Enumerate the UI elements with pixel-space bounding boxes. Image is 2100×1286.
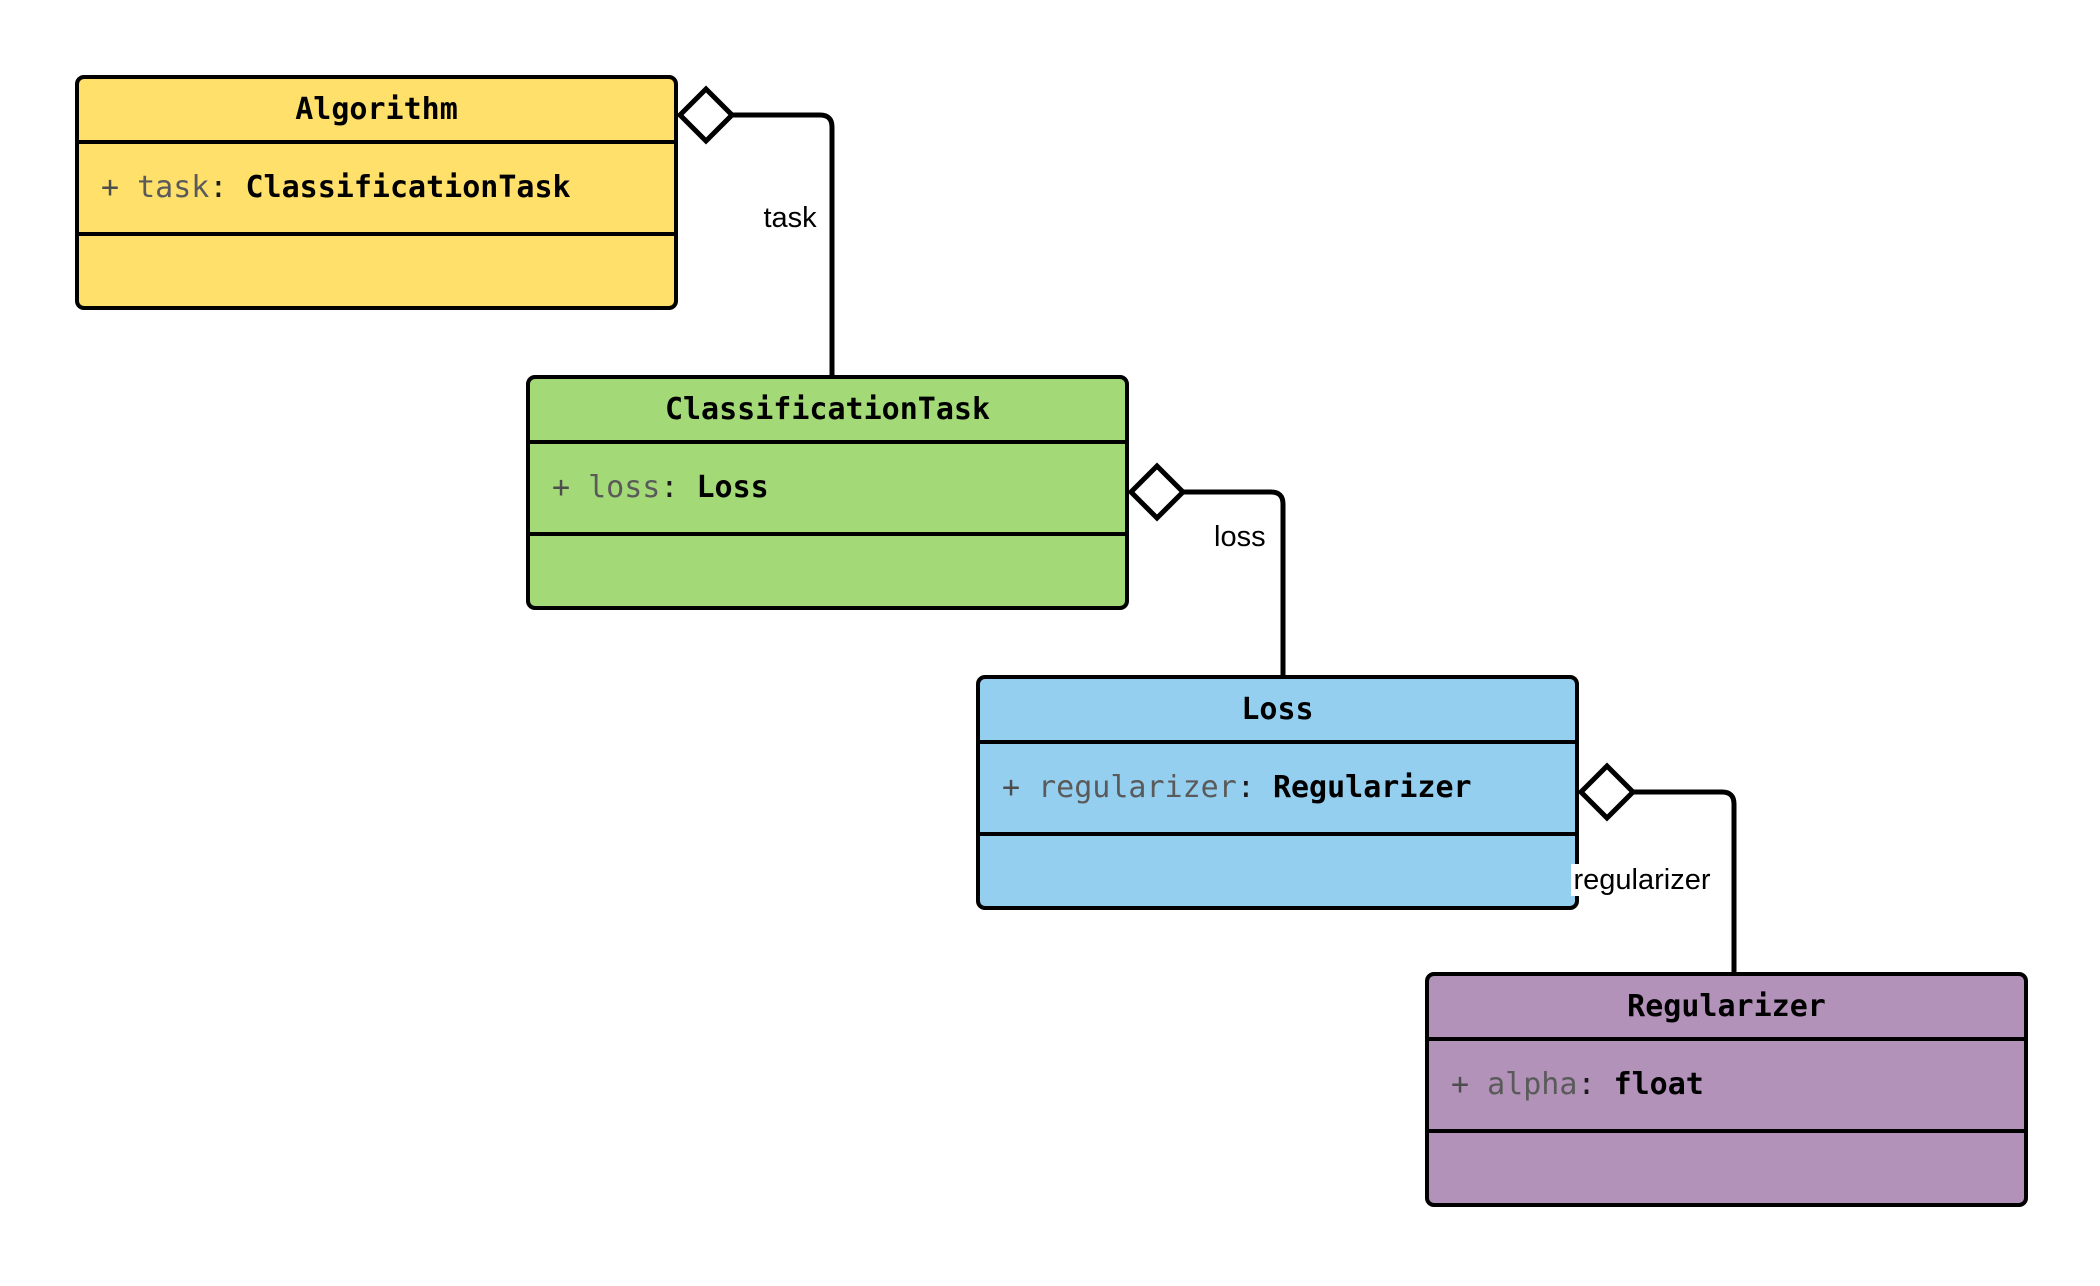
- class-methods-compartment: [980, 836, 1575, 906]
- aggregation-diamond-loss: [1127, 462, 1187, 522]
- class-attribute-row: + loss: Loss: [552, 473, 769, 503]
- class-attribute-row: + task: ClassificationTask: [101, 173, 571, 203]
- attribute-spacer: [1255, 770, 1273, 805]
- attribute-visibility: +: [1002, 770, 1021, 805]
- attribute-separator: :: [1236, 770, 1255, 805]
- uml-class-classification-task[interactable]: ClassificationTask + loss: Loss: [526, 375, 1129, 610]
- attribute-separator: :: [1577, 1067, 1596, 1102]
- class-name-label: Loss: [1241, 692, 1314, 727]
- class-attributes-compartment: + regularizer: Regularizer: [980, 744, 1575, 836]
- attribute-name: task: [137, 170, 210, 205]
- attribute-type: Loss: [696, 470, 769, 505]
- class-attributes-compartment: + alpha: float: [1429, 1041, 2024, 1133]
- class-name-label: Regularizer: [1627, 989, 1826, 1024]
- uml-class-algorithm[interactable]: Algorithm + task: ClassificationTask: [75, 75, 678, 310]
- class-attributes-compartment: + task: ClassificationTask: [79, 144, 674, 236]
- class-title-compartment: Regularizer: [1429, 976, 2024, 1041]
- edge-label-task: task: [760, 202, 820, 235]
- attribute-separator: :: [660, 470, 679, 505]
- class-title-compartment: Algorithm: [79, 79, 674, 144]
- class-name-label: Algorithm: [295, 92, 458, 127]
- attribute-name: regularizer: [1038, 770, 1237, 805]
- attribute-spacer: [1020, 770, 1038, 805]
- attribute-spacer: [570, 470, 588, 505]
- attribute-visibility: +: [1451, 1067, 1470, 1102]
- attribute-name: loss: [588, 470, 661, 505]
- class-methods-compartment: [1429, 1133, 2024, 1203]
- class-attribute-row: + alpha: float: [1451, 1070, 1704, 1100]
- attribute-visibility: +: [101, 170, 120, 205]
- attribute-separator: :: [209, 170, 228, 205]
- class-attributes-compartment: + loss: Loss: [530, 444, 1125, 536]
- uml-class-loss[interactable]: Loss + regularizer: Regularizer: [976, 675, 1579, 910]
- attribute-type: ClassificationTask: [245, 170, 571, 205]
- attribute-spacer: [1469, 1067, 1487, 1102]
- attribute-name: alpha: [1487, 1067, 1578, 1102]
- uml-class-regularizer[interactable]: Regularizer + alpha: float: [1425, 972, 2028, 1207]
- class-methods-compartment: [530, 536, 1125, 606]
- attribute-type: float: [1613, 1067, 1704, 1102]
- attribute-visibility: +: [552, 470, 571, 505]
- class-title-compartment: Loss: [980, 679, 1575, 744]
- connector-line-task: [732, 112, 835, 375]
- attribute-spacer: [119, 170, 137, 205]
- attribute-spacer: [1596, 1067, 1614, 1102]
- aggregation-diamond-task: [676, 85, 736, 145]
- attribute-type: Regularizer: [1272, 770, 1472, 805]
- edge-label-regularizer: regularizer: [1570, 864, 1714, 897]
- class-name-label: ClassificationTask: [664, 392, 991, 427]
- attribute-spacer: [678, 470, 696, 505]
- attribute-spacer: [227, 170, 245, 205]
- class-attribute-row: + regularizer: Regularizer: [1002, 773, 1472, 803]
- aggregation-diamond-regularizer: [1577, 762, 1637, 822]
- class-methods-compartment: [79, 236, 674, 306]
- connector-line-loss: [1183, 489, 1286, 675]
- class-title-compartment: ClassificationTask: [530, 379, 1125, 444]
- edge-label-loss: loss: [1211, 521, 1269, 554]
